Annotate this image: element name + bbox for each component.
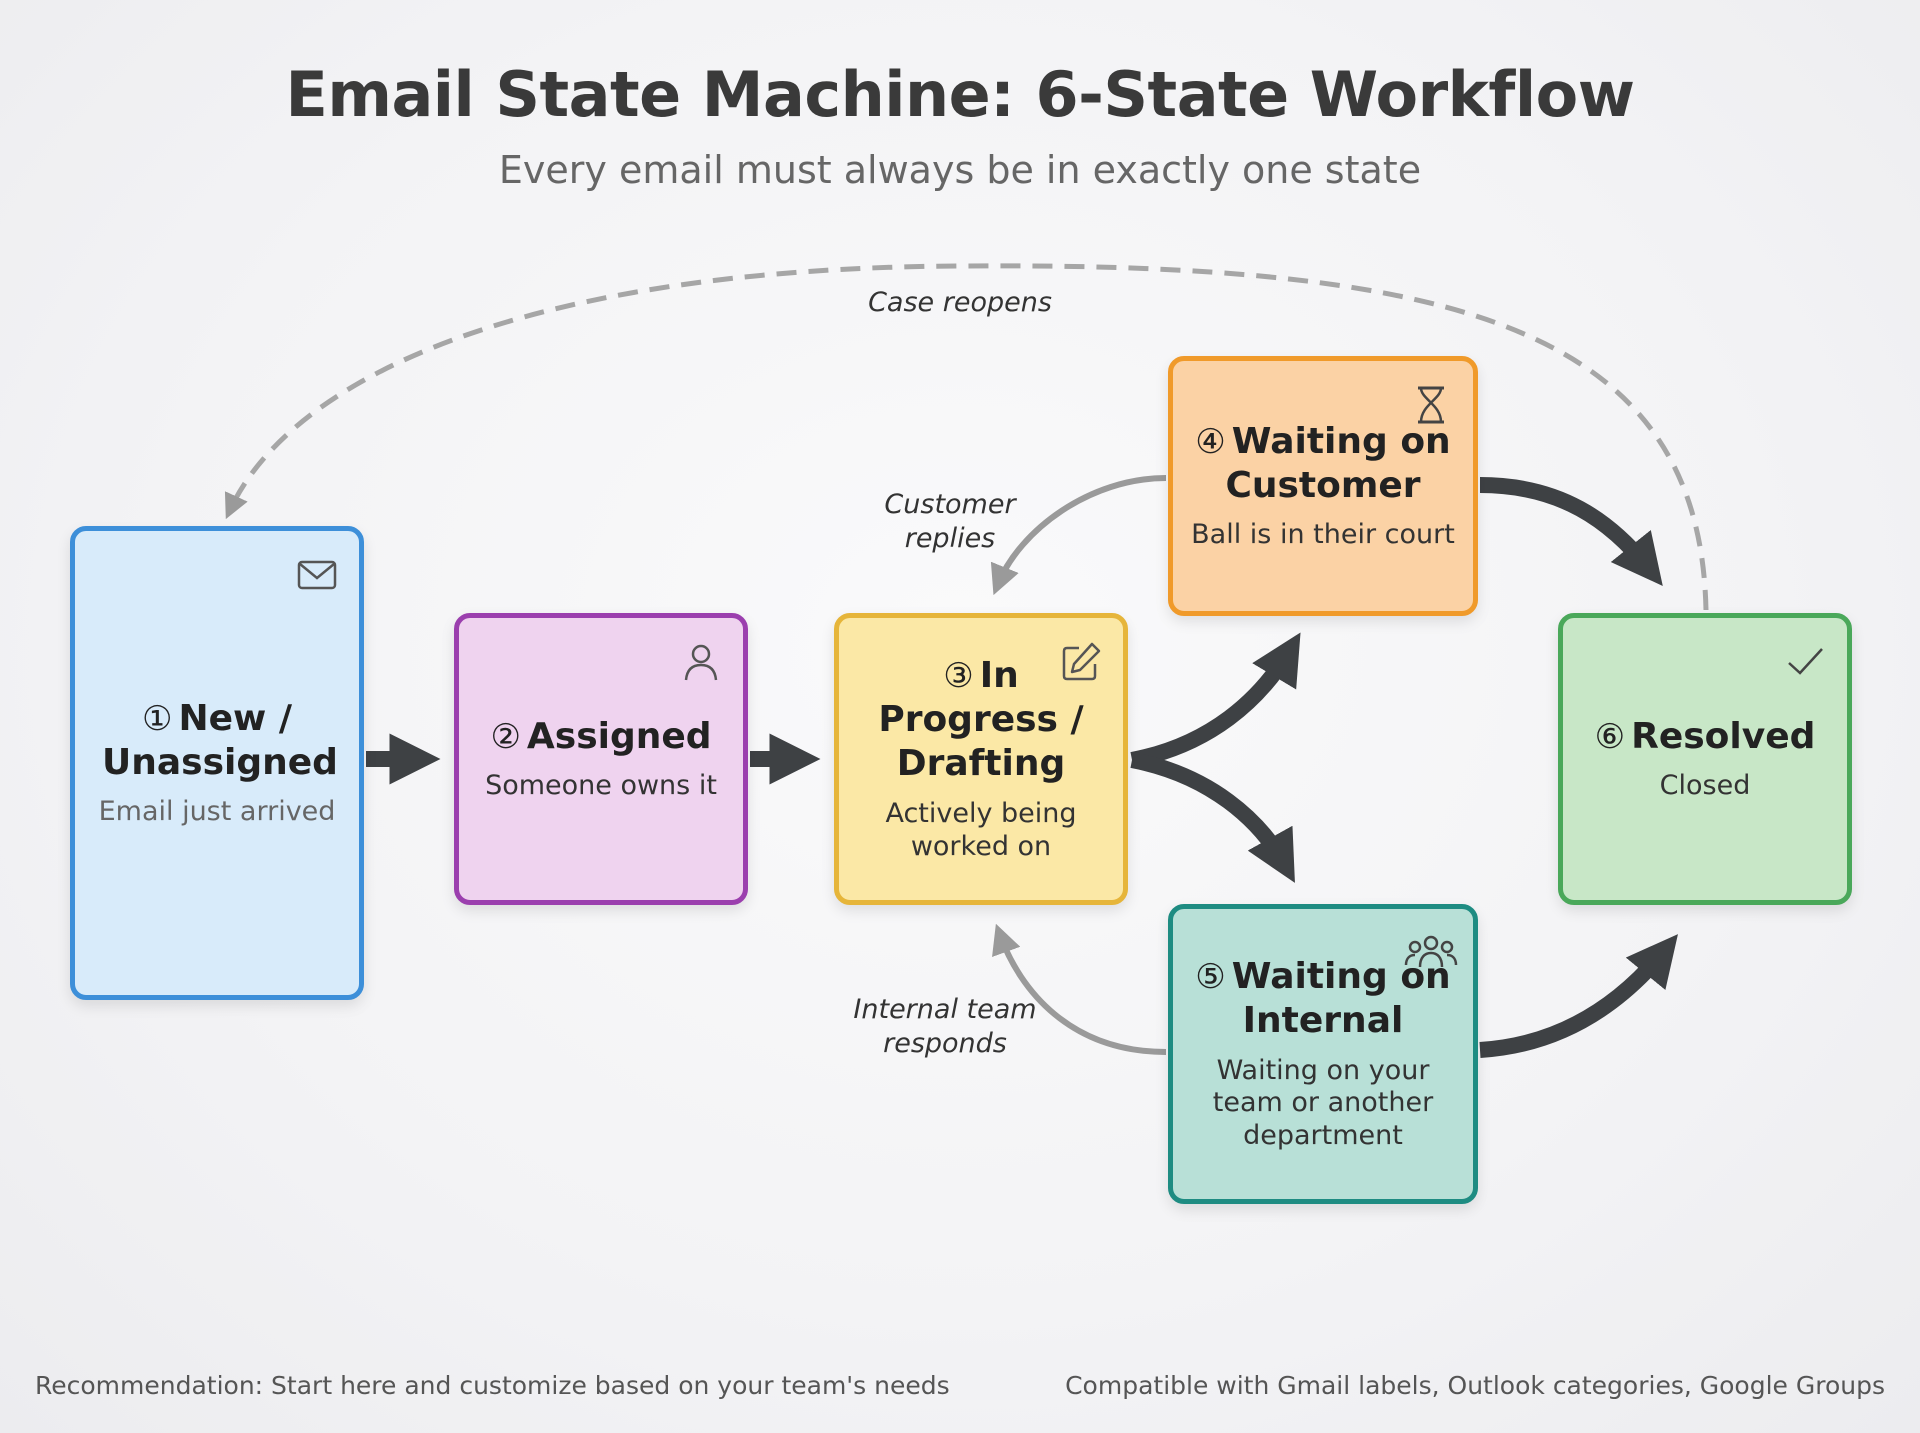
internal-responds-label-line1: Internal team — [853, 994, 1037, 1025]
envelope-icon — [297, 560, 337, 590]
state-number: ⑥ — [1594, 716, 1626, 757]
arrow-customer-to-resolved — [1479, 477, 1663, 586]
state-description: Closed — [1659, 770, 1751, 802]
hourglass-icon — [1418, 386, 1444, 424]
internal-responds-label-line2: responds — [883, 1027, 1007, 1059]
arrow-progress-to-internal — [1130, 752, 1295, 883]
footer-recommendation: Recommendation: Start here and customize… — [35, 1371, 950, 1400]
reopen-arrow — [224, 263, 1709, 611]
state-description: Ball is in their court — [1191, 519, 1455, 551]
state-description: Waiting on your team or another departme… — [1212, 1054, 1434, 1152]
customer-replies-label-line1: Customer — [884, 489, 1016, 520]
arrow-progress-to-customer — [1130, 632, 1301, 768]
state-description: Actively being worked on — [885, 797, 1077, 862]
state-number: ⑤ — [1195, 956, 1226, 997]
state-number: ② — [490, 716, 521, 757]
state-number: ① — [142, 698, 173, 739]
edit-icon — [1062, 642, 1101, 681]
state-label: Waiting on Internal — [1231, 955, 1451, 1041]
state-label: Waiting on Customer — [1225, 420, 1451, 506]
customer-replies-label-line2: replies — [904, 522, 996, 554]
state-label: In Progress / Drafting — [878, 655, 1084, 785]
checkmark-icon — [1788, 648, 1823, 675]
state-number: ③ — [943, 656, 974, 697]
reopen-label: Case reopens — [868, 287, 1052, 318]
arrow-internal-responds — [992, 923, 1167, 1055]
state-description: Someone owns it — [485, 770, 717, 802]
state-label: Assigned — [526, 715, 712, 757]
state-label: Resolved — [1631, 715, 1816, 757]
state-number: ④ — [1195, 421, 1226, 462]
diagram-title: Email State Machine: 6-State Workflow — [285, 58, 1635, 131]
person-icon — [684, 644, 718, 681]
state-label: New / Unassigned — [102, 697, 338, 783]
arrow-customer-replies — [990, 475, 1167, 596]
state-description: Email just arrived — [98, 796, 336, 828]
arrow-internal-to-resolved — [1479, 934, 1678, 1058]
customer-replies-label: Customer replies — [850, 488, 1050, 556]
diagram-subtitle: Every email must always be in exactly on… — [498, 148, 1422, 192]
footer-compatibility: Compatible with Gmail labels, Outlook ca… — [1065, 1371, 1885, 1400]
group-icon — [1404, 935, 1458, 968]
internal-responds-label: Internal team responds — [840, 993, 1050, 1061]
